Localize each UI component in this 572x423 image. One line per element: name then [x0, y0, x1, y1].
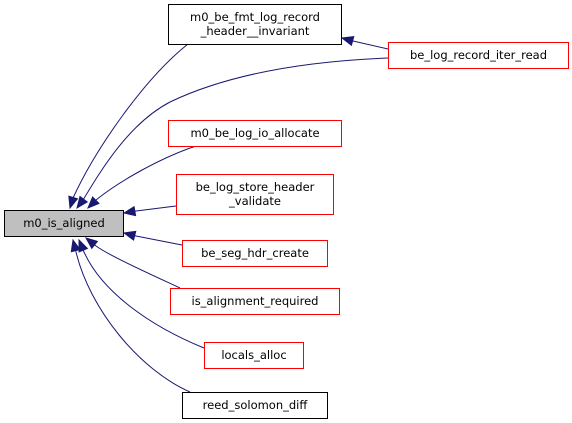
node-locals-alloc[interactable]: locals_alloc	[204, 342, 304, 369]
node-label: m0_is_aligned	[23, 216, 105, 230]
node-box	[4, 210, 124, 237]
node-label: locals_alloc	[221, 348, 286, 362]
edge-layer	[68, 35, 389, 393]
node-label: m0_be_fmt_log_record	[190, 10, 320, 24]
arrowhead	[122, 230, 137, 241]
node-store-header[interactable]: be_log_store_header_validate	[176, 174, 334, 215]
node-alignment-required[interactable]: is_alignment_required	[170, 288, 340, 315]
edge-line	[347, 39, 389, 50]
node-label: be_seg_hdr_create	[201, 246, 309, 260]
edge-store_header-to-m0_is_aligned	[122, 205, 177, 217]
edge-io_allocate-to-m0_is_aligned	[87, 145, 197, 209]
node-box	[388, 42, 569, 69]
edge-line	[81, 245, 205, 349]
edge-line	[71, 43, 189, 204]
node-io-allocate[interactable]: m0_be_log_io_allocate	[168, 120, 342, 147]
edge-line	[129, 234, 183, 246]
node-box	[182, 392, 328, 419]
edge-line	[129, 205, 177, 213]
node-box	[182, 240, 328, 267]
edge-line	[90, 241, 181, 289]
arrowhead	[122, 205, 137, 217]
arrowhead	[87, 196, 100, 209]
node-layer: m0_is_aligned m0_be_fmt_log_record_header…	[4, 4, 569, 419]
arrowhead	[76, 195, 89, 210]
node-box	[168, 4, 342, 45]
edge-line	[91, 145, 197, 205]
arrowhead	[78, 238, 89, 253]
arrowhead	[70, 238, 81, 253]
edge-fmt_header-to-m0_is_aligned	[68, 43, 189, 210]
node-box	[176, 174, 334, 215]
node-box	[170, 288, 340, 315]
node-fmt-header[interactable]: m0_be_fmt_log_record_header__invariant	[168, 4, 342, 45]
node-box	[204, 342, 304, 369]
node-iter-read[interactable]: be_log_record_iter_read	[388, 42, 569, 69]
node-reed-solomon[interactable]: reed_solomon_diff	[182, 392, 328, 419]
edge-line	[79, 57, 389, 205]
node-label: reed_solomon_diff	[203, 398, 309, 412]
node-label: m0_be_log_io_allocate	[190, 126, 319, 140]
node-label: be_log_record_iter_read	[410, 48, 547, 62]
edge-alignment_required-to-m0_is_aligned	[84, 237, 181, 289]
node-label: _validate	[228, 194, 281, 208]
node-label: is_alignment_required	[192, 294, 319, 308]
edge-reed_solomon-to-m0_is_aligned	[70, 238, 191, 393]
arrowhead	[84, 237, 99, 250]
edge-iter_read-to-fmt_header	[340, 35, 389, 50]
arrowhead	[340, 35, 355, 47]
node-seg-hdr[interactable]: be_seg_hdr_create	[182, 240, 328, 267]
node-label: _header__invariant	[200, 24, 310, 38]
node-box	[168, 120, 342, 147]
node-label: be_log_store_header	[196, 180, 315, 194]
node-m0-is-aligned[interactable]: m0_is_aligned	[4, 210, 124, 237]
edge-locals_alloc-to-m0_is_aligned	[78, 238, 205, 349]
edge-line	[74, 245, 191, 393]
edge-seg_hdr-to-m0_is_aligned	[122, 230, 183, 246]
arrowhead	[68, 195, 79, 210]
edge-iter_read-to-m0_is_aligned	[76, 57, 389, 210]
